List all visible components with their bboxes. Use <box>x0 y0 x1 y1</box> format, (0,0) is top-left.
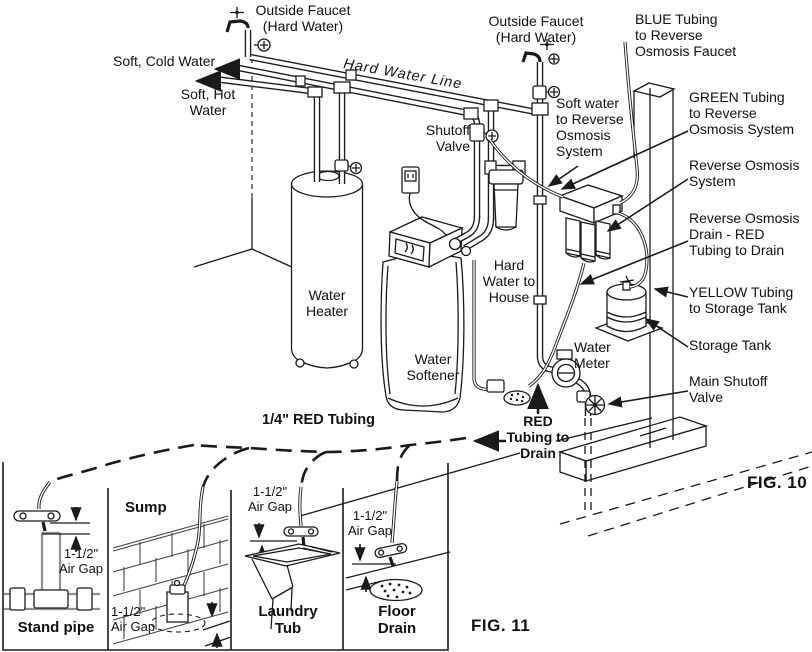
label-main-shutoff-valve: Main Shutoff Valve <box>689 373 768 406</box>
label-green-tubing: GREEN Tubing to Reverse Osmosis System <box>689 89 795 138</box>
label-stand-pipe: Stand pipe <box>17 619 95 636</box>
outside-faucet-right-drawing <box>521 39 560 65</box>
room-corner-lines <box>193 58 295 269</box>
water-heater-drawing <box>290 170 364 369</box>
red-tubing-dashed-runs <box>49 436 467 488</box>
fig11-panel-borders <box>2 462 449 651</box>
soft-water-tubing <box>488 139 564 199</box>
laundry-tub-drawing <box>244 486 341 630</box>
heater-inlet-valve <box>334 159 363 175</box>
label-quarter-red-tubing: 1/4" RED Tubing <box>262 412 375 428</box>
label-outside-faucet-left: Outside Faucet (Hard Water) <box>255 2 351 35</box>
water-softener-drawing <box>380 216 465 413</box>
label-laundry-tub: Laundry Tub <box>258 603 318 638</box>
softener-connection-stubs <box>448 215 495 257</box>
label-outside-faucet-right: Outside Faucet (Hard Water) <box>488 13 584 46</box>
label-reverse-osmosis-system: Reverse Osmosis System <box>689 157 800 190</box>
label-sump: Sump <box>125 499 167 516</box>
label-storage-tank: Storage Tank <box>689 337 772 353</box>
softener-drain-hose <box>472 260 531 406</box>
floor-drain-drawing <box>345 480 451 602</box>
power-outlet <box>401 166 447 236</box>
label-red-tubing-to-drain: RED Tubing to Drain <box>506 413 570 462</box>
outside-faucet-left-drawing <box>225 7 271 57</box>
label-floor-drain: Floor Drain <box>377 603 417 638</box>
blue-tubing-run <box>619 41 639 205</box>
pipe-fittings <box>295 69 549 305</box>
label-water-softener: Water Softener <box>406 351 460 384</box>
label-water-meter: Water Meter <box>574 339 611 372</box>
label-water-heater: Water Heater <box>305 287 349 320</box>
reverse-osmosis-system-drawing <box>558 184 624 263</box>
label-air-gap-floor: 1-1/2" Air Gap <box>347 508 393 538</box>
label-fig10-caption: FIG. 10 <box>747 473 808 492</box>
label-soft-hot-water: Soft, Hot Water <box>180 86 236 119</box>
label-hard-water-to-house: Hard Water to House <box>482 257 536 306</box>
riser-valve <box>532 85 561 100</box>
sediment-filter-drawing <box>488 169 524 231</box>
sump-drawing <box>112 486 232 648</box>
label-soft-cold-water: Soft, Cold Water <box>113 53 216 69</box>
yellow-tubing-run <box>617 211 649 289</box>
label-yellow-tubing: YELLOW Tubing to Storage Tank <box>689 284 794 317</box>
label-soft-water-ro: Soft water to Reverse Osmosis System <box>556 95 624 160</box>
floor-and-stud <box>299 82 812 537</box>
label-air-gap-laundry: 1-1/2" Air Gap <box>247 484 293 514</box>
water-meter-drawing <box>536 349 606 512</box>
label-blue-tubing: BLUE Tubing to Reverse Osmosis Faucet <box>635 11 737 60</box>
label-shutoff-valve: Shutoff Valve <box>425 122 470 155</box>
stand-pipe-drawing <box>4 481 100 611</box>
red-drain-tubing-run <box>528 262 586 388</box>
storage-tank-drawing <box>594 275 664 342</box>
label-air-gap-sump: 1-1/2" Air Gap <box>111 604 156 634</box>
label-fig11-caption: FIG. 11 <box>471 616 531 635</box>
leader-arrows <box>472 130 689 452</box>
label-air-gap-standpipe: 1-1/2" Air Gap <box>58 546 104 576</box>
label-ro-drain: Reverse Osmosis Drain - RED Tubing to Dr… <box>689 210 800 259</box>
